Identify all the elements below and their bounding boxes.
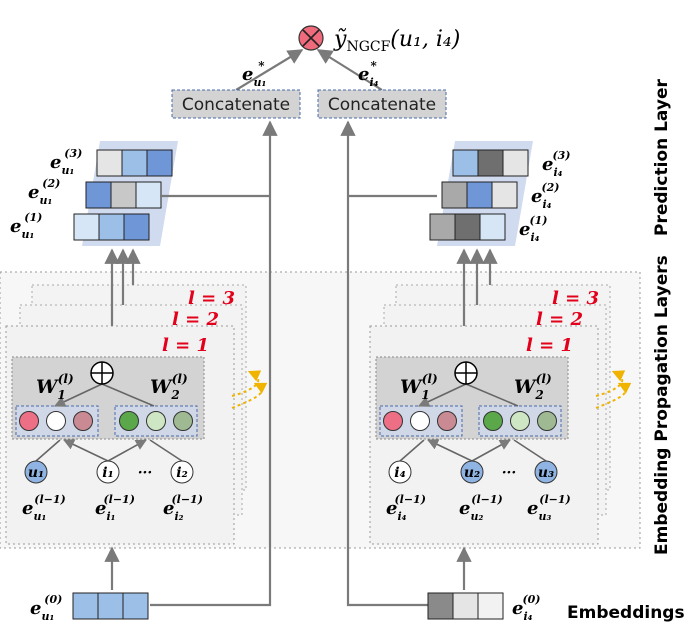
left-l3-label: l = 3: [188, 288, 235, 309]
right-pred-label-1: ei₄(1): [519, 214, 548, 244]
prediction-output-label: ỹNGCF(u₁, i₄): [333, 27, 460, 55]
left-ellipsis: ···: [138, 465, 153, 481]
right-prediction-labels: ei₄(3) ei₄(2) ei₄(1): [519, 149, 571, 244]
right-pred-label-3: ei₄(3): [542, 149, 571, 179]
right-ellipsis: ···: [502, 465, 517, 481]
left-pred-label-1: eu₁(1): [10, 211, 42, 241]
right-node-u3-label: u₃: [538, 465, 554, 481]
left-w1-node-1: [19, 411, 39, 431]
right-l3-label: l = 3: [552, 288, 599, 309]
left-w2-node-1: [119, 411, 139, 431]
right-final-embed-label: ei₄*: [358, 59, 379, 89]
left-final-embed-label: eu₁*: [242, 59, 266, 89]
right-initial-embedding: [427, 592, 504, 620]
right-w1-label: W1(l): [400, 372, 438, 402]
left-layer-stack: [5, 284, 247, 545]
left-l1-label: l = 1: [162, 335, 209, 356]
right-node-i4: [388, 460, 412, 484]
right-w2-node-2: [510, 411, 530, 431]
left-node-i1: [96, 460, 120, 484]
right-recurrence-arrows: [595, 370, 632, 409]
right-node-u2-label: u₂: [464, 465, 480, 481]
left-w1-node-2: [46, 411, 66, 431]
left-w1-node-3: [73, 411, 93, 431]
left-embed-i2: ei₂(l−1): [163, 493, 203, 523]
right-embed-u3: eu₃(l−1): [527, 493, 571, 523]
right-node-u3: [534, 460, 558, 484]
left-prediction-vectors: [73, 149, 173, 241]
right-node-i4-label: i₄: [394, 465, 405, 481]
right-layer-stack: [369, 284, 611, 545]
left-w2-node-2: [146, 411, 166, 431]
left-w1-label: W1(l): [36, 372, 74, 402]
right-w2-label: W2(l): [514, 372, 552, 402]
left-node-i1-label: i₁: [102, 465, 113, 481]
right-aggregation: W1(l) W2(l) i₄ u₂ ··· u₃ ei₄(l−1) eu₂(l−…: [383, 361, 571, 523]
right-embed-i4: ei₄(l−1): [386, 493, 426, 523]
left-node-u1-label: u₁: [28, 465, 44, 481]
left-node-i2-label: i₂: [176, 465, 187, 481]
right-embed-u2: eu₂(l−1): [459, 493, 503, 523]
right-w1-node-3: [437, 411, 457, 431]
left-l2-label: l = 2: [172, 309, 219, 330]
left-node-i2: [170, 460, 194, 484]
right-node-u2: [460, 460, 484, 484]
connector-lines: [104, 49, 498, 607]
side-label-propagation: Embedding Propagation Layers: [652, 255, 672, 555]
right-l1-label: l = 1: [526, 335, 573, 356]
right-w1-node-2: [410, 411, 430, 431]
right-prediction-vectors: [429, 149, 529, 241]
left-pred-label-2: eu₁(2): [28, 177, 60, 207]
right-w2-node-3: [537, 411, 557, 431]
left-aggregation: W1(l) W2(l) u₁ i₁ ··· i₂ eu₁(l−1) ei₁(l−…: [19, 361, 203, 523]
left-initial-embedding-label: eu₁(0): [30, 593, 62, 623]
right-pred-label-2: ei₄(2): [531, 181, 560, 211]
left-w2-node-3: [173, 411, 193, 431]
right-initial-embedding-label: ei₄(0): [512, 593, 541, 623]
left-recurrence-arrows: [231, 370, 268, 409]
left-concatenate-label: Concatenate: [182, 95, 290, 115]
right-w2-node-1: [483, 411, 503, 431]
right-concatenate-label: Concatenate: [328, 95, 436, 115]
side-label-prediction: Prediction Layer: [652, 79, 672, 236]
left-embed-u1: eu₁(l−1): [22, 493, 66, 523]
left-pred-label-3: eu₁(3): [50, 147, 82, 177]
left-prediction-labels: eu₁(3) eu₁(2) eu₁(1): [10, 147, 82, 241]
left-concatenate-box: [171, 89, 301, 119]
left-w2-label: W2(l): [150, 372, 188, 402]
right-concatenate-box: [317, 89, 447, 119]
left-node-u1: [24, 460, 48, 484]
side-label-embeddings: Embeddings: [567, 603, 684, 623]
right-w1-node-1: [383, 411, 403, 431]
left-embed-i1: ei₁(l−1): [95, 493, 135, 523]
left-initial-embedding: [72, 592, 149, 620]
right-l2-label: l = 2: [536, 309, 583, 330]
